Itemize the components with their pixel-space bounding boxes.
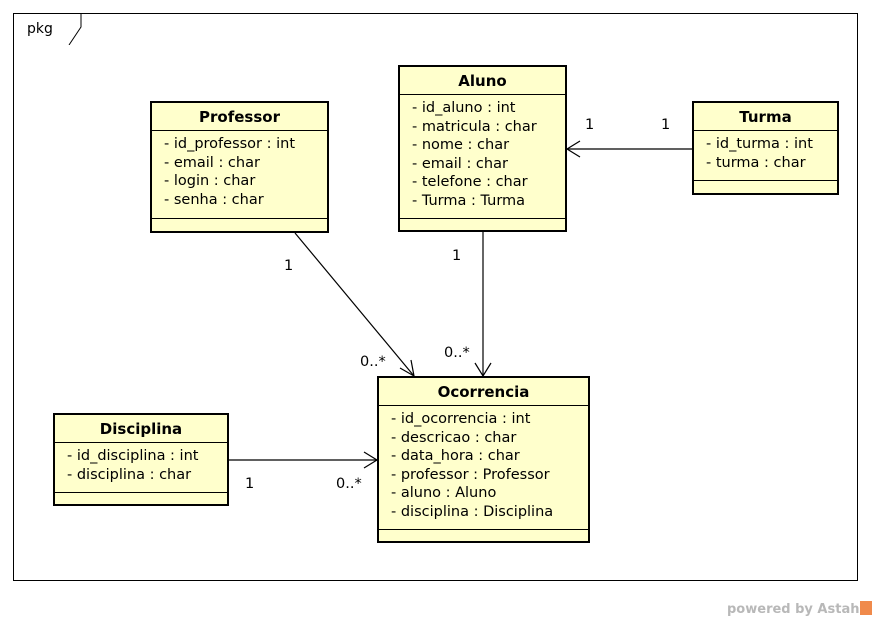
attribute-compartment: - id_disciplina : int - disciplina : cha… [55,443,227,493]
attribute: - disciplina : Disciplina [391,503,554,520]
attribute: - Turma : Turma [412,192,526,209]
astah-logo-icon [860,601,872,615]
multiplicity-label: 1 [452,248,462,264]
attribute: - professor : Professor [391,466,550,483]
attribute: - matricula : char [412,118,537,135]
package-frame [13,13,858,581]
multiplicity-label: 1 [661,117,671,133]
attribute: - email : char [164,154,260,171]
attribute: - email : char [412,155,508,172]
attribute: - senha : char [164,191,264,208]
attribute: - id_aluno : int [412,100,516,116]
class-professor[interactable]: Professor - id_professor : int - email :… [150,101,329,233]
multiplicity-label: 1 [585,117,595,133]
package-label: pkg [27,21,53,37]
multiplicity-label: 1 [284,258,294,274]
powered-by-footer: powered by Astah [727,601,872,617]
package-tab [13,13,82,45]
attribute: - disciplina : char [67,466,192,483]
class-name: Turma [694,103,837,131]
attribute: - login : char [164,173,256,189]
attribute: - turma : char [706,154,806,171]
attribute: - id_professor : int [164,136,296,152]
multiplicity-label: 1 [245,476,255,492]
class-turma[interactable]: Turma - id_turma : int - turma : char [692,101,839,195]
attribute-compartment: - id_aluno : int - matricula : char - no… [400,95,565,219]
class-name: Ocorrencia [379,378,588,406]
attribute-compartment: - id_ocorrencia : int - descricao : char… [379,406,588,530]
assoc-professor-ocorrencia-line [294,232,415,377]
attribute-compartment: - id_turma : int - turma : char [694,131,837,181]
class-ocorrencia[interactable]: Ocorrencia - id_ocorrencia : int - descr… [377,376,590,543]
multiplicity-label: 0..* [336,476,362,492]
attribute-compartment: - id_professor : int - email : char - lo… [152,131,327,219]
class-disciplina[interactable]: Disciplina - id_disciplina : int - disci… [53,413,229,506]
class-name: Aluno [400,67,565,95]
attribute: - descricao : char [391,429,517,446]
class-aluno[interactable]: Aluno - id_aluno : int - matricula : cha… [398,65,567,232]
class-name: Disciplina [55,415,227,443]
footer-text: powered by Astah [727,602,860,617]
attribute: - id_turma : int [706,136,813,152]
attribute: - id_ocorrencia : int [391,411,531,427]
attribute: - data_hora : char [391,448,520,464]
multiplicity-label: 0..* [444,345,470,361]
attribute: - id_disciplina : int [67,448,199,464]
class-name: Professor [152,103,327,131]
attribute: - nome : char [412,137,510,153]
multiplicity-label: 0..* [360,354,386,370]
assoc-turma-aluno-arrowhead [565,140,581,158]
attribute: - aluno : Aluno [391,485,497,501]
attribute: - telefone : char [412,174,528,190]
